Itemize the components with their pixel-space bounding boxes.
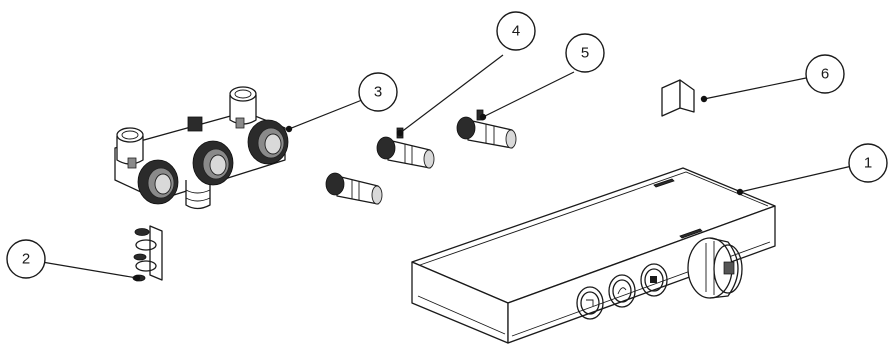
thermostatic-control-body — [411, 167, 776, 344]
leader-lines — [41, 54, 853, 282]
button-2 — [608, 274, 636, 308]
callout-6-label: 6 — [821, 66, 829, 83]
button-3 — [640, 263, 668, 297]
valve-manifold — [114, 86, 289, 210]
connector-fitting-extra — [325, 172, 383, 205]
connector-fitting-4 — [376, 127, 435, 169]
button-1 — [576, 286, 604, 320]
callout-6: 6 — [805, 54, 845, 94]
callout-1: 1 — [848, 143, 888, 183]
mounting-clips — [132, 225, 163, 282]
callout-4: 4 — [496, 11, 536, 51]
control-knob — [687, 237, 743, 299]
connector-fitting-5 — [456, 109, 517, 149]
callout-5-label: 5 — [581, 45, 589, 62]
callout-1-label: 1 — [864, 155, 872, 172]
callout-3-label: 3 — [374, 84, 382, 101]
callout-5: 5 — [565, 33, 605, 73]
bracket — [661, 79, 695, 117]
callout-2-label: 2 — [22, 251, 30, 268]
callout-2: 2 — [6, 239, 46, 279]
callout-4-label: 4 — [512, 23, 520, 40]
callout-3: 3 — [358, 72, 398, 112]
